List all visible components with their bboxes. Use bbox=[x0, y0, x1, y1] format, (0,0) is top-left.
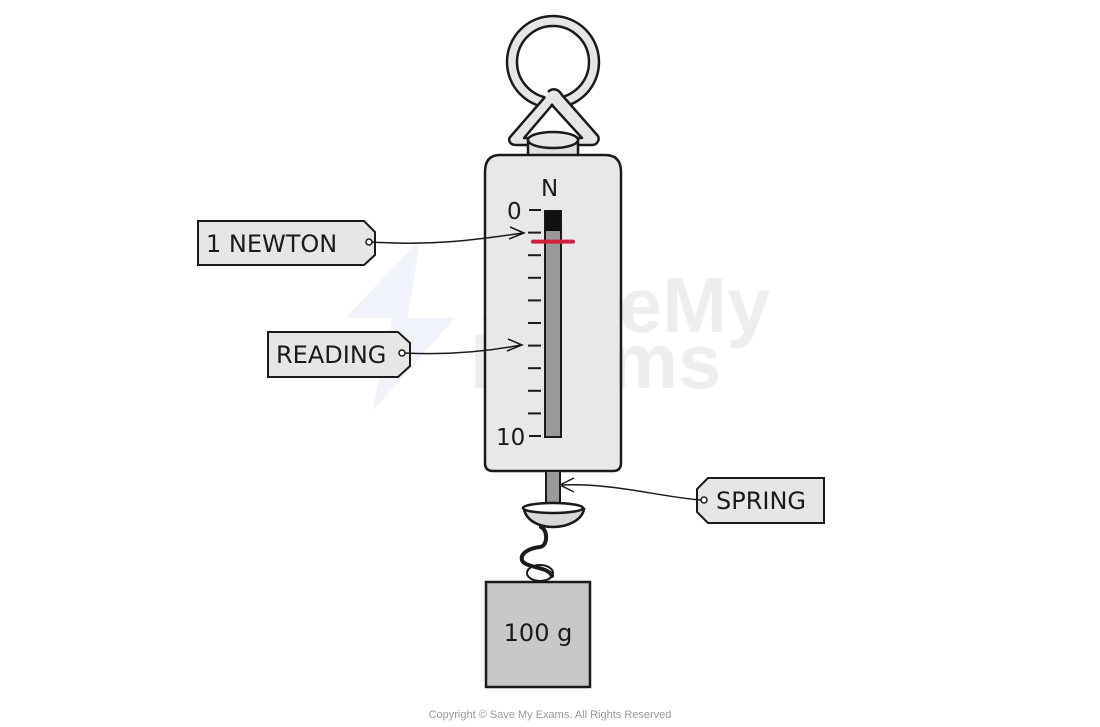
mass-block: 100 g bbox=[484, 580, 592, 689]
scale-bar-top-black bbox=[545, 211, 561, 231]
tag-reading-text: READING bbox=[276, 341, 386, 369]
spring-rod-and-hook bbox=[519, 470, 586, 582]
scale-bar bbox=[544, 210, 562, 438]
watermark-bolt-icon bbox=[345, 240, 455, 412]
tag-spring-text: SPRING bbox=[716, 487, 806, 515]
hanging-ring bbox=[505, 14, 601, 110]
copyright-footer: Copyright © Save My Exams. All Rights Re… bbox=[429, 709, 672, 721]
mass-label: 100 g bbox=[504, 619, 573, 647]
scale-ticks bbox=[528, 209, 541, 437]
top-cap bbox=[526, 130, 580, 158]
tag-one-newton-text: 1 NEWTON bbox=[206, 230, 337, 258]
scale: N 0 10 bbox=[496, 176, 575, 451]
scale-unit-label: N bbox=[541, 176, 558, 202]
tag-spring: SPRING bbox=[558, 477, 825, 524]
tag-reading: READING bbox=[267, 331, 524, 378]
triangle-link bbox=[507, 88, 600, 147]
scale-max-label: 10 bbox=[496, 425, 525, 451]
tag-one-newton: 1 NEWTON bbox=[197, 220, 526, 266]
scale-min-label: 0 bbox=[507, 199, 522, 225]
